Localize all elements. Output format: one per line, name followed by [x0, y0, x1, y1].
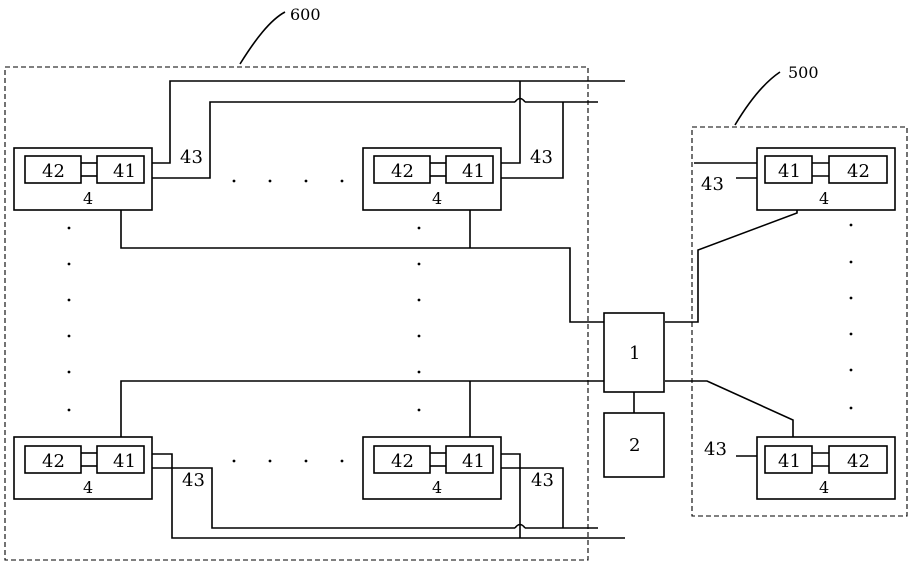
unit-module-top-left: 42 41 4	[14, 148, 152, 210]
ellipsis-dot	[850, 297, 853, 300]
ellipsis-dot	[341, 460, 344, 463]
ellipsis-dot	[418, 263, 421, 266]
svg-text:4: 4	[819, 189, 829, 208]
svg-text:41: 41	[462, 451, 485, 472]
ellipsis-dot	[68, 263, 71, 266]
line-label-43-bl: 43	[182, 470, 205, 491]
ellipsis-dot	[68, 335, 71, 338]
unit-module-bottom-mid: 42 41 4	[363, 437, 501, 499]
ellipsis-dot	[418, 409, 421, 412]
bus-right-bottom	[665, 381, 793, 445]
svg-text:42: 42	[42, 451, 65, 472]
svg-text:4: 4	[83, 478, 93, 497]
ellipsis-dot	[418, 371, 421, 374]
ellipsis-dot	[850, 369, 853, 372]
line-label-43-tm: 43	[530, 147, 553, 168]
svg-text:42: 42	[42, 161, 65, 182]
ellipsis-dot	[269, 460, 272, 463]
svg-text:41: 41	[778, 451, 801, 472]
power-label: 2	[629, 435, 640, 456]
unit-module-top-mid: 42 41 4	[363, 148, 501, 210]
label-600: 600	[290, 5, 321, 24]
wire-top-right-drop	[501, 81, 520, 163]
svg-text:4: 4	[432, 478, 442, 497]
ellipsis-dot	[68, 227, 71, 230]
svg-text:4: 4	[432, 189, 442, 208]
unit-module-500-bottom: 41 42 4	[757, 437, 895, 499]
line-label-43-bm: 43	[531, 470, 554, 491]
leader-500	[735, 72, 780, 125]
ellipsis-dot	[68, 409, 71, 412]
ellipsis-dot	[418, 299, 421, 302]
ellipsis-dot	[418, 227, 421, 230]
ellipsis-dot	[850, 224, 853, 227]
ellipsis-dot	[269, 180, 272, 183]
svg-text:4: 4	[819, 478, 829, 497]
svg-text:42: 42	[391, 451, 414, 472]
ellipsis-dot	[68, 371, 71, 374]
svg-text:41: 41	[778, 161, 801, 182]
ellipsis-dot	[305, 460, 308, 463]
ellipsis-dot	[233, 180, 236, 183]
label-500: 500	[788, 63, 819, 82]
svg-text:42: 42	[847, 451, 870, 472]
svg-text:41: 41	[462, 161, 485, 182]
unit-module-bottom-left: 42 41 4	[14, 437, 152, 499]
ellipsis-dot	[305, 180, 308, 183]
ellipsis-dot	[418, 335, 421, 338]
line-label-43-r-top: 43	[701, 174, 724, 195]
line-label-43-tl: 43	[180, 147, 203, 168]
controller-label: 1	[629, 343, 640, 364]
line-label-43-r-bottom: 43	[704, 439, 727, 460]
svg-text:42: 42	[391, 161, 414, 182]
svg-text:41: 41	[113, 161, 136, 182]
ellipsis-dot	[850, 407, 853, 410]
ellipsis-dot	[233, 460, 236, 463]
svg-text:41: 41	[113, 451, 136, 472]
ellipsis-dot	[341, 180, 344, 183]
ellipsis-dots	[68, 180, 853, 463]
ellipsis-dot	[68, 299, 71, 302]
ellipsis-dot	[850, 261, 853, 264]
svg-text:4: 4	[83, 189, 93, 208]
leader-600	[240, 12, 285, 64]
ellipsis-dot	[850, 333, 853, 336]
svg-text:42: 42	[847, 161, 870, 182]
unit-module-500-top: 41 42 4	[757, 148, 895, 210]
